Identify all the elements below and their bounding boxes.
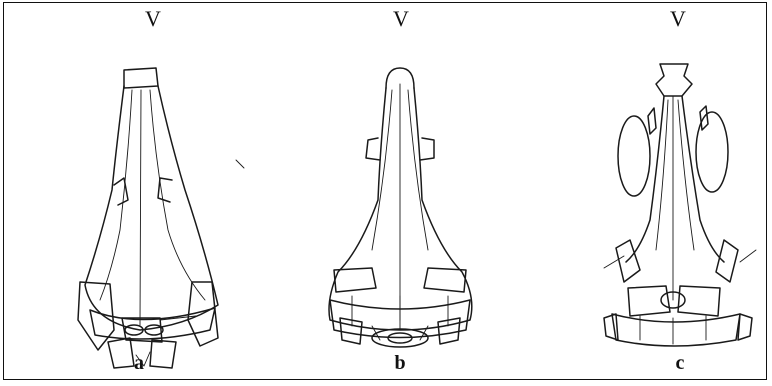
skull-c-drawing bbox=[604, 64, 756, 346]
stray-mark bbox=[236, 160, 244, 168]
skull-b-drawing bbox=[329, 68, 472, 347]
skull-a-drawing bbox=[78, 68, 218, 368]
